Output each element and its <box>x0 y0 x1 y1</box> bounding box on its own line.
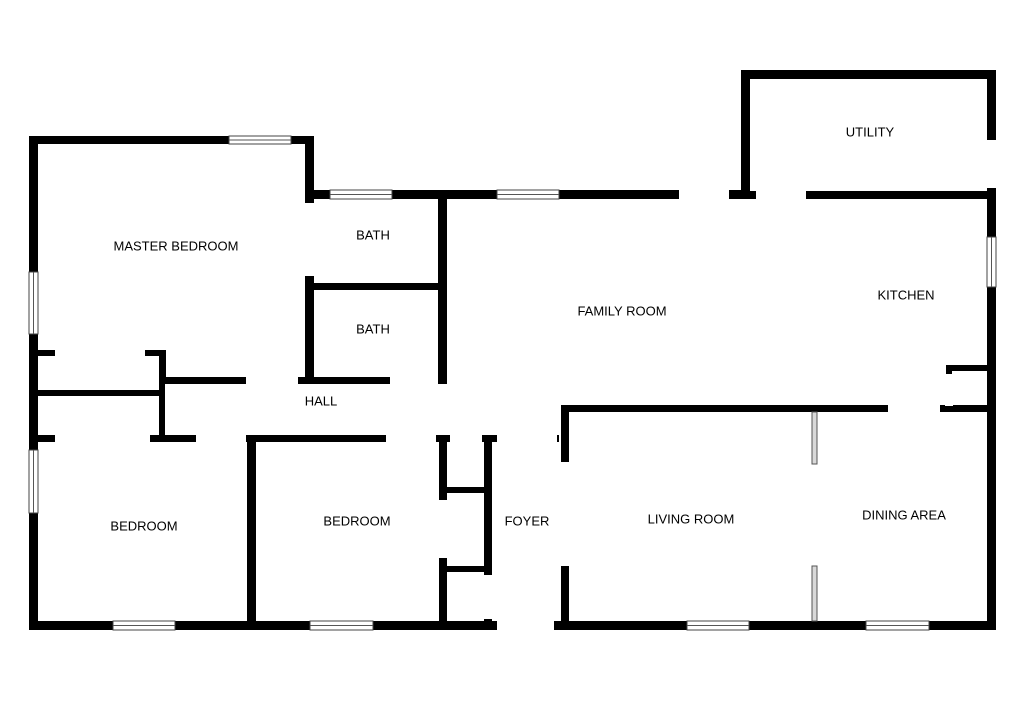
label-bedroom-left: BEDROOM <box>110 518 177 533</box>
wall-pantry-top <box>946 365 996 371</box>
room-labels: UTILITY MASTER BEDROOM BATH BATH FAMILY … <box>110 124 946 533</box>
opening-utility-door <box>756 190 806 200</box>
window-family-top <box>496 189 560 200</box>
window-dining-bottom <box>865 620 930 631</box>
opening-closet2-side-2 <box>483 575 493 619</box>
opening-front-door <box>497 620 554 631</box>
partition-upper <box>811 411 818 465</box>
window-master-top <box>228 135 292 145</box>
wall-closet-right <box>159 350 166 442</box>
opening-closet2-door <box>450 434 482 443</box>
window-kitchen-right <box>986 236 997 288</box>
wall-bath-divider <box>305 283 447 290</box>
wall-closet2-right <box>484 436 492 630</box>
label-bath-upper: BATH <box>356 227 390 242</box>
opening-pantry <box>945 374 953 406</box>
walls <box>29 70 996 630</box>
wall-closet-divider <box>29 390 166 396</box>
window-bath-top <box>329 189 393 200</box>
opening-living-foyer <box>560 462 570 566</box>
wall-utility-left <box>741 70 750 199</box>
opening-closet-master <box>165 384 193 435</box>
opening-bedroom-left-door <box>55 434 150 443</box>
opening-foyer-top <box>497 434 557 443</box>
window-living-bottom <box>686 620 750 631</box>
wall-master-right-upper <box>305 136 314 198</box>
label-kitchen: KITCHEN <box>877 287 934 302</box>
wall-master-top <box>29 136 314 144</box>
partition-lower <box>811 565 818 622</box>
opening-hall-bedroom-left <box>196 434 246 443</box>
openings <box>55 140 997 631</box>
wall-utility-bottom <box>741 191 996 199</box>
wall-bath-bottom <box>305 377 447 384</box>
label-utility: UTILITY <box>846 124 895 139</box>
label-bath-lower: BATH <box>356 321 390 336</box>
windows <box>28 135 997 631</box>
label-dining-area: DINING AREA <box>862 507 946 522</box>
opening-utility-right <box>986 140 997 188</box>
window-bedroom-left-side <box>28 449 39 514</box>
wall-right-exterior <box>987 70 996 630</box>
opening-closet-top <box>55 349 145 357</box>
label-family-room: FAMILY ROOM <box>577 303 666 318</box>
opening-master-hall <box>246 376 298 385</box>
label-living-room: LIVING ROOM <box>648 511 735 526</box>
label-master-bedroom: MASTER BEDROOM <box>114 238 239 253</box>
wall-hall-top-left <box>159 377 309 384</box>
wall-living-top <box>561 405 996 412</box>
label-foyer: FOYER <box>505 513 550 528</box>
wall-bedroom-divider <box>247 436 256 630</box>
wall-closet2-mid <box>439 487 492 493</box>
opening-master-bath <box>304 203 315 276</box>
opening-family-utility <box>679 189 729 200</box>
window-bedroom-middle-bottom <box>309 620 374 631</box>
window-master-left <box>28 271 39 335</box>
opening-bedroom-middle-door <box>386 434 436 443</box>
partitions <box>811 411 818 622</box>
wall-utility-top <box>741 70 996 79</box>
label-hall: HALL <box>305 393 338 408</box>
wall-left-exterior <box>29 136 38 630</box>
opening-closet2-side-1 <box>438 500 448 558</box>
opening-bath-hall <box>390 376 438 385</box>
window-bedroom-left-bottom <box>112 620 176 631</box>
label-bedroom-middle: BEDROOM <box>323 513 390 528</box>
wall-closet2-low <box>439 566 492 572</box>
opening-kitchen-dining <box>888 404 940 413</box>
wall-hall-bottom <box>29 435 559 442</box>
